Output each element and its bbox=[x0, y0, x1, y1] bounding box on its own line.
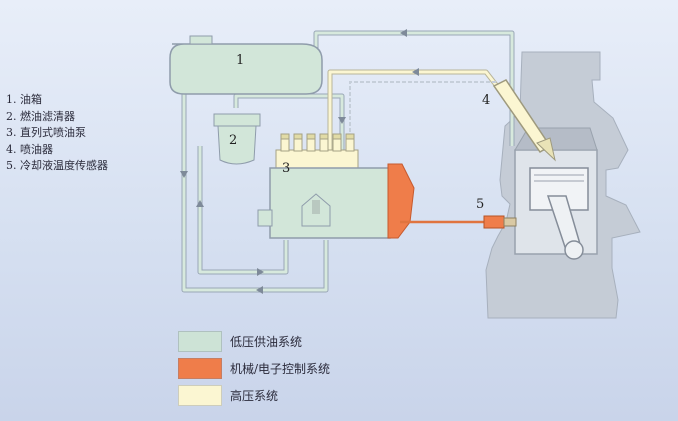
part-label: 直列式喷油泵 bbox=[20, 126, 86, 139]
legend: 低压供油系统 机械/电子控制系统 高压系统 bbox=[178, 328, 330, 409]
fuel-injector bbox=[492, 79, 556, 162]
legend-swatch-low-pressure bbox=[178, 331, 222, 352]
inline-injection-pump bbox=[257, 133, 391, 239]
parts-list: 1. 油箱 2. 燃油滤清器 3. 直列式喷油泵 4. 喷油器 5. 冷却液温度… bbox=[6, 92, 108, 175]
legend-swatch-control bbox=[178, 358, 222, 379]
callout-4: 4 bbox=[482, 93, 490, 108]
parts-list-item: 4. 喷油器 bbox=[6, 142, 108, 159]
high-pressure-line bbox=[327, 69, 502, 150]
part-label: 喷油器 bbox=[20, 142, 53, 156]
parts-list-item: 1. 油箱 bbox=[6, 92, 108, 109]
part-number: 2. bbox=[6, 109, 17, 123]
fuel-filter bbox=[213, 113, 261, 165]
legend-item-low-pressure: 低压供油系统 bbox=[178, 328, 330, 355]
part-number: 5. bbox=[6, 159, 17, 172]
legend-item-high-pressure: 高压系统 bbox=[178, 382, 330, 409]
fuel-tank bbox=[169, 43, 323, 95]
part-label: 冷却液温度传感器 bbox=[20, 159, 108, 172]
parts-list-item: 5. 冷却液温度传感器 bbox=[6, 158, 108, 175]
crankshaft bbox=[564, 240, 584, 260]
governor-control-unit bbox=[387, 163, 415, 239]
legend-swatch-high-pressure bbox=[178, 385, 222, 406]
return-line bbox=[349, 81, 496, 150]
legend-label-high-pressure: 高压系统 bbox=[230, 389, 279, 403]
part-label: 油箱 bbox=[20, 93, 42, 106]
coolant-temp-sensor bbox=[483, 215, 517, 229]
callout-3: 3 bbox=[282, 161, 290, 176]
part-number: 3. bbox=[6, 126, 17, 139]
callout-1: 1 bbox=[236, 53, 244, 68]
part-number: 1. bbox=[6, 93, 17, 106]
legend-item-control: 机械/电子控制系统 bbox=[178, 355, 330, 382]
part-label: 燃油滤清器 bbox=[20, 109, 75, 123]
callout-5: 5 bbox=[476, 197, 484, 212]
parts-list-item: 3. 直列式喷油泵 bbox=[6, 125, 108, 142]
legend-label-control: 机械/电子控制系统 bbox=[230, 362, 331, 376]
legend-label-low-pressure: 低压供油系统 bbox=[230, 335, 303, 349]
part-number: 4. bbox=[6, 142, 17, 156]
flow-arrows bbox=[180, 29, 419, 294]
tank-filler-cap bbox=[189, 35, 213, 45]
callout-2: 2 bbox=[229, 133, 237, 148]
parts-list-item: 2. 燃油滤清器 bbox=[6, 109, 108, 126]
